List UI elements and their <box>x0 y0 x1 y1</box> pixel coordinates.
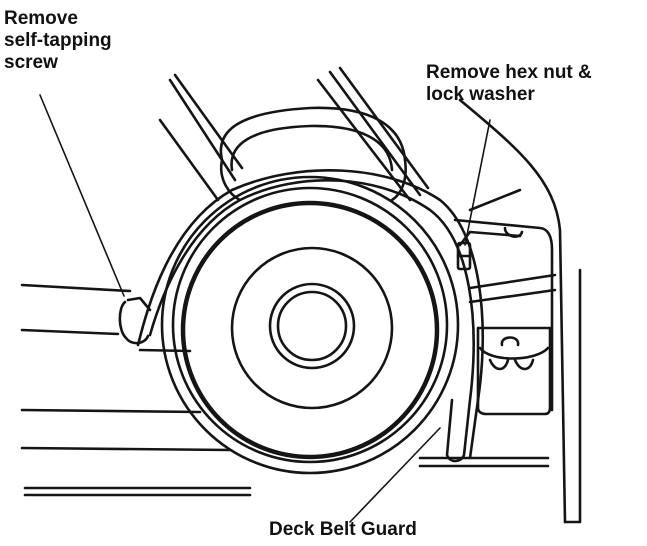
callout-screw-line-2: self-tapping <box>4 30 112 51</box>
callout-guard-label: Deck Belt Guard <box>269 519 417 540</box>
belts <box>158 66 430 202</box>
rear-pulley <box>219 106 407 202</box>
callout-remove-screw: Remove self-tapping screw <box>4 8 112 74</box>
callout-screw-line-1: Remove <box>4 8 78 29</box>
belt-guard-strap <box>136 169 485 463</box>
callout-screw-line-3: screw <box>4 52 58 73</box>
deck-frame-lines <box>20 273 557 497</box>
hex-nut <box>456 241 472 271</box>
callout-remove-hex-nut: Remove hex nut & lock washer <box>426 62 592 106</box>
front-pulley <box>160 175 460 475</box>
self-tapping-screw <box>118 296 152 345</box>
callout-deck-belt-guard: Deck Belt Guard <box>269 519 417 541</box>
housing <box>453 98 582 524</box>
callout-hexnut-line-2: lock washer <box>426 84 535 105</box>
callout-hexnut-line-1: Remove hex nut & <box>426 62 592 83</box>
leader-lines <box>39 94 491 523</box>
